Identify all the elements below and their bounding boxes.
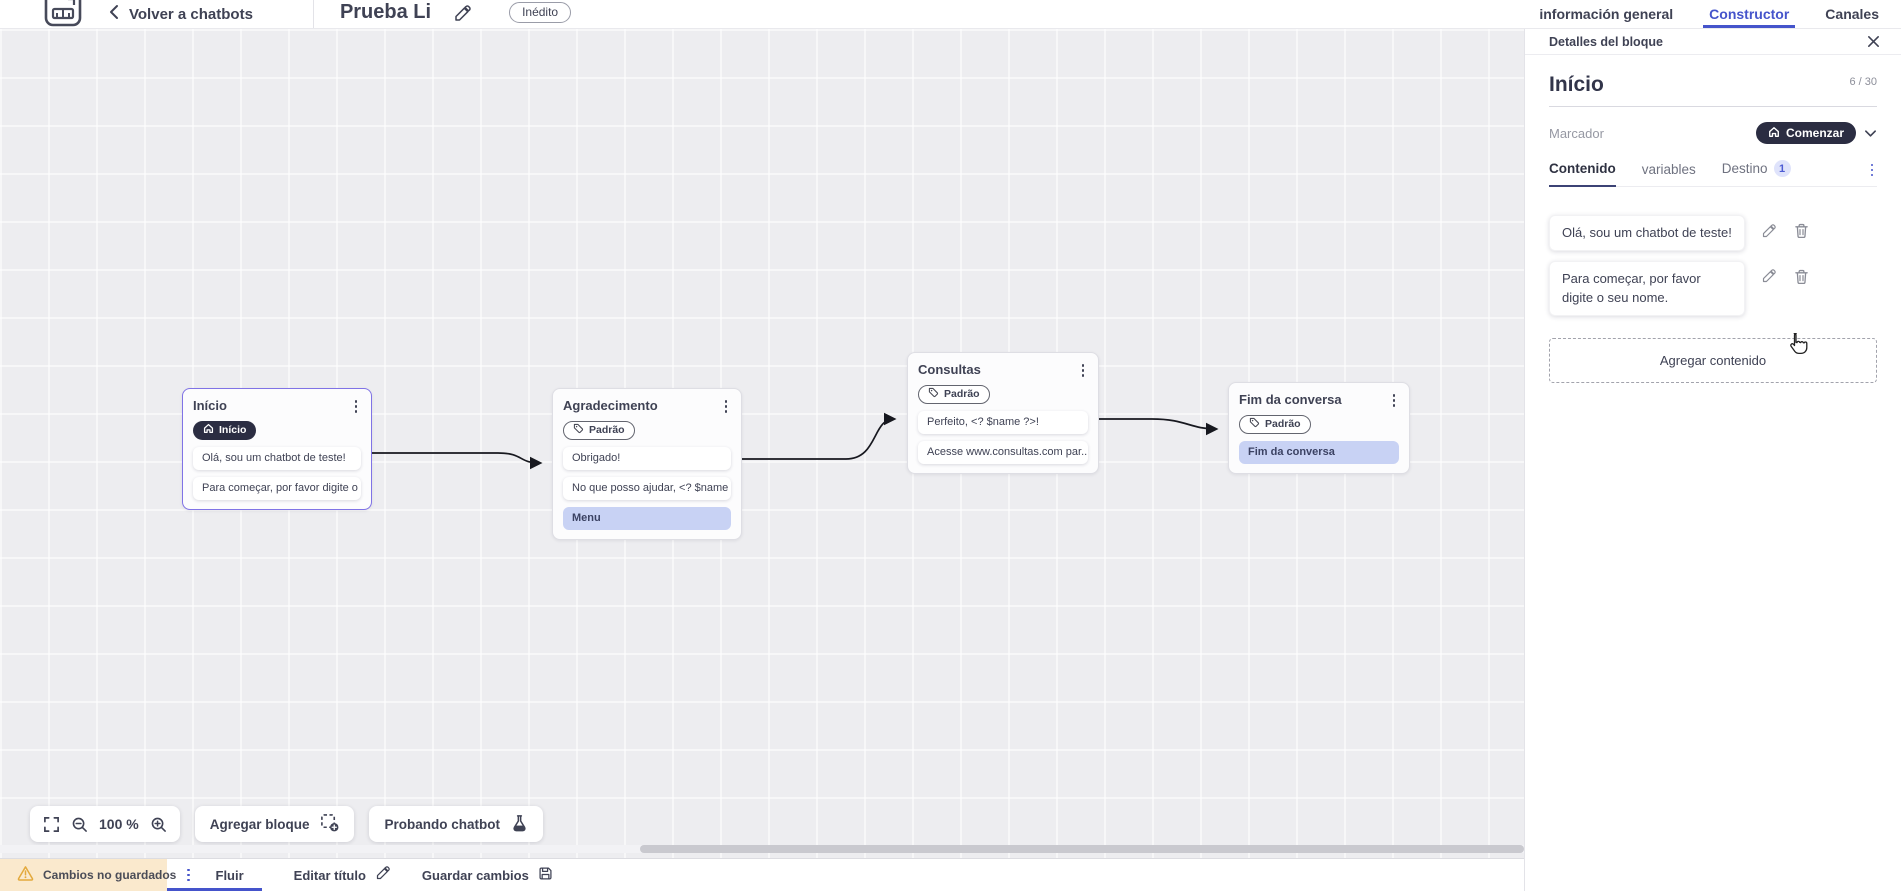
zoom-out-icon[interactable]: [71, 816, 88, 833]
node-title: Consultas: [918, 362, 981, 377]
zoom-in-icon[interactable]: [150, 816, 167, 833]
delete-content-icon[interactable]: [1794, 223, 1809, 239]
chatbot-title: Prueba Li: [339, 0, 432, 23]
block-name-field[interactable]: Início 6 / 30: [1549, 73, 1877, 107]
unsaved-changes-warning: Cambios no guardados: [0, 859, 176, 891]
marker-start-pill[interactable]: Comenzar: [1755, 122, 1856, 144]
flow-canvas[interactable]: Início Início Olá, sou um chatbot de tes…: [0, 29, 1524, 858]
node-menu-icon[interactable]: [1389, 392, 1400, 409]
flask-icon: [511, 814, 528, 835]
panel-tabs-menu-icon[interactable]: [1867, 162, 1878, 187]
edit-content-icon[interactable]: [1761, 223, 1776, 239]
fit-screen-icon[interactable]: [43, 816, 60, 833]
node-agradecimento[interactable]: Agradecimento Padrão Obrigado! No que po…: [552, 388, 742, 540]
canvas-horizontal-scrollbar[interactable]: [0, 845, 1524, 853]
tab-canales[interactable]: Canales: [1825, 6, 1879, 22]
content-list: Olá, sou um chatbot de teste! Para começ…: [1549, 215, 1877, 316]
zoom-level: 100 %: [99, 816, 139, 832]
home-icon: [1768, 126, 1780, 141]
home-icon: [203, 423, 214, 437]
node-menu-icon[interactable]: [1078, 362, 1089, 379]
node-menu-row[interactable]: Menu: [563, 506, 731, 530]
node-fim-da-conversa[interactable]: Fim da conversa Padrão Fim da conversa: [1228, 382, 1410, 474]
flow-tab[interactable]: Fluir: [167, 859, 262, 891]
node-content-row[interactable]: Para começar, por favor digite o ...: [193, 476, 361, 500]
scrollbar-thumb[interactable]: [640, 845, 1524, 853]
back-label: Volver a chatbots: [129, 5, 253, 23]
node-content-row[interactable]: Perfeito, <? $name ?>!: [918, 410, 1088, 434]
delete-content-icon[interactable]: [1794, 269, 1809, 285]
zoom-controls: 100 %: [30, 806, 180, 842]
canvas-toolbar: 100 % Agregar bloque Probando chatbot: [30, 806, 543, 842]
content-text-card[interactable]: Olá, sou um chatbot de teste!: [1549, 215, 1745, 251]
close-icon[interactable]: [1866, 34, 1881, 49]
test-chatbot-button[interactable]: Probando chatbot: [369, 806, 543, 842]
flow-tab-label: Fluir: [215, 867, 244, 883]
default-badge: Padrão: [918, 384, 990, 404]
bottom-bar: Cambios no guardados Fluir Editar título…: [0, 858, 1524, 891]
back-to-chatbots[interactable]: Volver a chatbots: [108, 4, 253, 25]
node-title: Fim da conversa: [1239, 392, 1342, 407]
edit-chatbot-title-icon[interactable]: [453, 5, 471, 23]
tab-destino[interactable]: Destino 1: [1722, 160, 1791, 186]
panel-tabs: Contenido variables Destino 1: [1549, 160, 1877, 187]
block-details-panel: Detalles del bloque Início 6 / 30 Marcad…: [1524, 29, 1901, 891]
save-icon: [538, 866, 553, 884]
edit-title-button[interactable]: Editar título: [294, 859, 390, 891]
node-end-row[interactable]: Fim da conversa: [1239, 440, 1399, 464]
node-menu-icon[interactable]: [351, 398, 362, 415]
app-logo: [44, 0, 82, 27]
add-content-button[interactable]: Agregar contenido: [1549, 337, 1877, 383]
content-text-card[interactable]: Para começar, por favor digite o seu nom…: [1549, 260, 1745, 316]
divider: [312, 0, 314, 28]
main-nav-tabs: información general Constructor Canales: [1539, 0, 1901, 28]
tab-constructor[interactable]: Constructor: [1703, 0, 1796, 28]
marker-label: Marcador: [1549, 125, 1604, 141]
start-badge: Início: [193, 420, 257, 440]
node-menu-icon[interactable]: [721, 398, 732, 415]
flow-tab-menu-icon[interactable]: [183, 867, 194, 884]
default-badge: Padrão: [1239, 414, 1311, 434]
node-content-row[interactable]: Acesse www.consultas.com par...: [918, 440, 1088, 464]
node-content-row[interactable]: No que posso ajudar, <? $name ...: [563, 476, 731, 500]
save-changes-button[interactable]: Guardar cambios: [422, 859, 553, 891]
node-title: Agradecimento: [563, 398, 658, 413]
pencil-icon: [375, 866, 390, 884]
default-badge: Padrão: [563, 420, 635, 440]
chevron-left-icon: [108, 4, 119, 25]
node-inicio[interactable]: Início Início Olá, sou um chatbot de tes…: [182, 388, 372, 510]
node-content-row[interactable]: Obrigado!: [563, 446, 731, 470]
warning-label: Cambios no guardados: [43, 868, 177, 882]
char-counter: 6 / 30: [1849, 76, 1877, 88]
tab-variables[interactable]: variables: [1641, 162, 1696, 177]
chevron-down-icon[interactable]: [1864, 129, 1877, 138]
add-block-icon: [320, 813, 339, 835]
status-badge: Inédito: [509, 2, 572, 23]
add-block-button[interactable]: Agregar bloque: [194, 806, 355, 842]
block-name-value: Início: [1549, 73, 1604, 96]
panel-title: Detalles del bloque: [1549, 34, 1663, 49]
warning-icon: [17, 865, 34, 886]
content-item: Olá, sou um chatbot de teste!: [1549, 215, 1877, 251]
content-item: Para começar, por favor digite o seu nom…: [1549, 260, 1877, 316]
top-bar: Volver a chatbots Prueba Li Inédito info…: [0, 0, 1901, 29]
tab-informacion-general[interactable]: información general: [1539, 6, 1674, 22]
destino-count-badge: 1: [1773, 160, 1791, 177]
tab-contenido[interactable]: Contenido: [1549, 161, 1616, 187]
tag-icon: [1249, 417, 1260, 431]
node-content-row[interactable]: Olá, sou um chatbot de teste!: [193, 446, 361, 470]
edit-content-icon[interactable]: [1761, 269, 1776, 285]
node-consultas[interactable]: Consultas Padrão Perfeito, <? $name ?>! …: [907, 352, 1099, 474]
node-title: Início: [193, 398, 227, 413]
tag-icon: [928, 387, 939, 401]
tag-icon: [573, 423, 584, 437]
